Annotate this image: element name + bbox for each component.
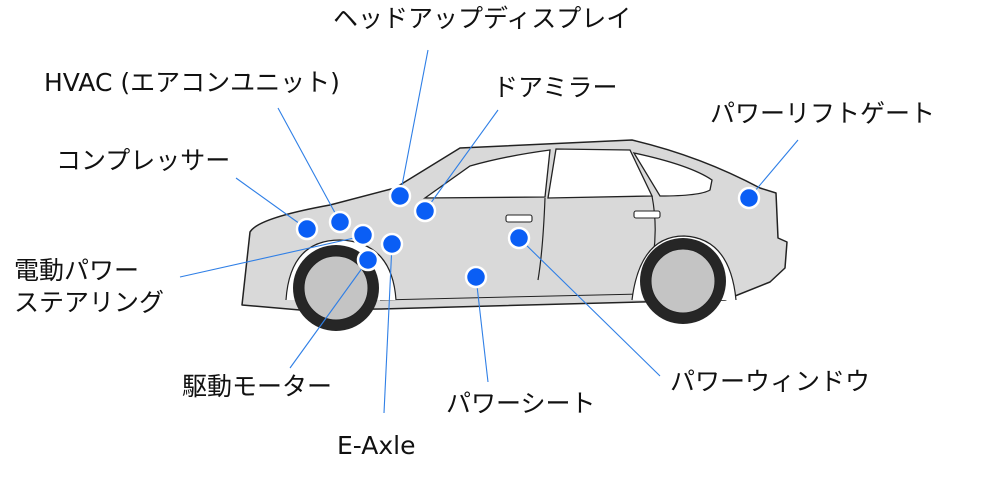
label-hvac: HVAC (エアコンユニット) xyxy=(44,68,340,97)
component-markers xyxy=(295,184,761,289)
marker-drive-motor xyxy=(356,248,380,272)
leader-drive-motor xyxy=(289,259,369,369)
front-wheel xyxy=(293,245,379,331)
rear-window xyxy=(547,148,654,199)
label-eps-line1: 電動パワー xyxy=(14,256,140,285)
car-illustration xyxy=(241,139,788,331)
label-power-window: パワーウィンドウ xyxy=(670,367,871,396)
label-power-seat: パワーシート xyxy=(446,389,596,418)
rear-door-handle xyxy=(633,210,661,219)
leader-eps xyxy=(179,235,364,278)
marker-hud xyxy=(388,184,412,208)
label-eps-line2: ステアリング xyxy=(14,288,165,317)
leader-hud xyxy=(399,49,429,197)
label-hud: ヘッドアップディスプレイ xyxy=(333,4,632,33)
leader-power-seat xyxy=(475,276,489,383)
marker-power-liftgate xyxy=(737,186,761,210)
marker-power-seat xyxy=(464,265,488,289)
leader-power-liftgate xyxy=(748,139,799,199)
label-e-axle: E-Axle xyxy=(337,431,416,460)
marker-e-axle xyxy=(380,232,404,256)
leader-lines xyxy=(179,49,799,414)
marker-power-window xyxy=(507,226,531,250)
quarter-window xyxy=(632,152,713,197)
leader-door-mirror xyxy=(424,109,499,212)
label-door-mirror: ドアミラー xyxy=(493,73,618,102)
label-compressor: コンプレッサー xyxy=(56,146,231,175)
front-window xyxy=(422,149,551,199)
rear-wheel xyxy=(640,238,726,324)
leader-power-window xyxy=(518,237,661,377)
marker-hvac xyxy=(328,210,352,234)
marker-door-mirror xyxy=(413,199,437,223)
front-door-handle xyxy=(505,214,533,223)
label-power-liftgate: パワーリフトゲート xyxy=(710,99,936,128)
leader-e-axle xyxy=(383,243,393,414)
leader-hvac xyxy=(277,107,341,223)
marker-compressor xyxy=(295,217,319,241)
leader-compressor xyxy=(235,177,308,230)
label-drive-motor: 駆動モーター xyxy=(182,372,333,401)
marker-eps xyxy=(351,223,375,247)
rocker-line xyxy=(379,293,641,301)
door-seam-front xyxy=(537,197,546,281)
